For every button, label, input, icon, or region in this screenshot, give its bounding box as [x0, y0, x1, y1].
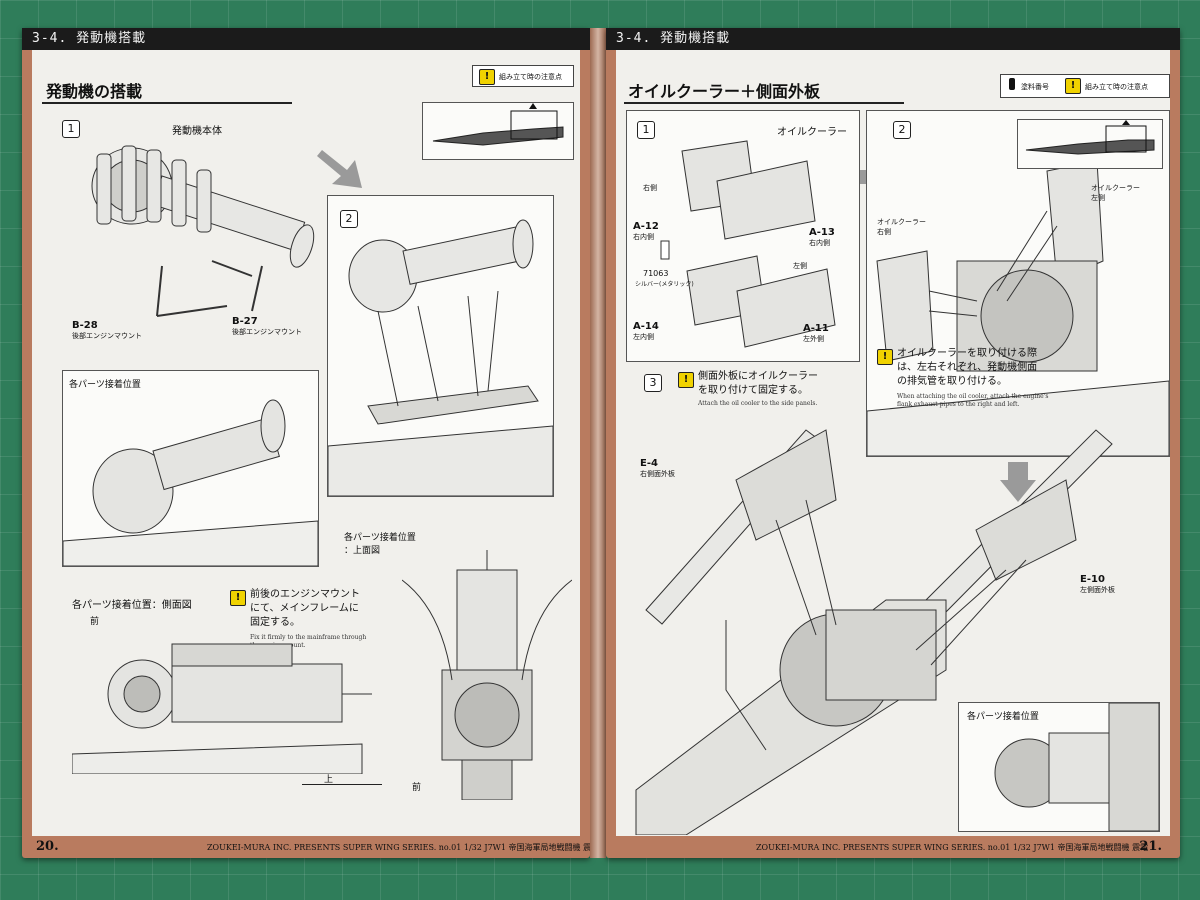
top-view-drawing	[402, 550, 572, 800]
right-page-number: 21.	[1139, 839, 1162, 854]
step1-number: 1	[637, 121, 655, 139]
part-a14: A-14 左内側	[633, 321, 659, 342]
label-front: 前	[90, 617, 100, 627]
legend-caution-label: 組み立て時の注意点	[1085, 83, 1148, 91]
side-panel-assembly-drawing	[635, 429, 1113, 836]
right-heading-underline	[624, 102, 904, 104]
part-e10: E-10 左側面外板	[1080, 574, 1115, 595]
reference-aircraft-drawing	[1025, 120, 1155, 155]
part-desc: 右側面外板	[640, 470, 675, 478]
step1-number: 1	[62, 120, 80, 138]
label-right-side: 右側	[643, 184, 657, 192]
legend-caution-label: 組み立て時の注意点	[499, 73, 562, 81]
attach-side-label: 各パーツ接着位置：側面図	[72, 600, 192, 611]
part-code: E-10	[1080, 574, 1105, 585]
side-view-baseline	[302, 784, 382, 785]
side-view-drawing	[72, 643, 372, 774]
step2-frame: 2	[327, 195, 554, 497]
label-left-side: 左側	[793, 262, 807, 270]
right-footer: ZOUKEI-MURA INC. PRESENTS SUPER WING SER…	[756, 843, 1149, 852]
right-page: 3-4. 発動機搭載 オイルクーラー＋側面外板 塗料番号 ! 組み立て時の注意点…	[606, 28, 1180, 858]
step3-caution-note: 側面外板にオイルクーラー を取り付けて固定する。	[698, 371, 818, 396]
part-code: A-14	[633, 321, 659, 332]
part-desc: 後部エンジンマウント	[232, 328, 302, 336]
step2-number: 2	[340, 210, 358, 228]
step1-title: 発動機本体	[172, 126, 222, 137]
part-a13: A-13 右内側	[809, 227, 835, 248]
part-code: A-12	[633, 221, 659, 232]
caution-icon: !	[1065, 78, 1081, 94]
down-arrow-icon	[1000, 462, 1036, 502]
step-arrow-icon	[317, 150, 362, 188]
part-code: A-13	[809, 227, 835, 238]
attach-top-label: 各パーツ接着位置 ：上面図	[344, 533, 416, 556]
left-heading-underline	[42, 102, 292, 104]
paint-code: 71063	[643, 269, 669, 278]
left-page-content: 発動機の搭載 ! 組み立て時の注意点 1 発動機本体	[32, 50, 580, 836]
step3-caution-note-en: Attach the oil cooler to the side panels…	[698, 400, 818, 407]
step2-caution-note-en: When attaching the oil cooler, attach th…	[897, 393, 1049, 408]
right-heading: オイルクーラー＋側面外板	[628, 82, 821, 101]
caution-note: 前後のエンジンマウント にて、メインフレームに 固定する。	[250, 589, 360, 628]
caution-icon: !	[479, 69, 495, 85]
left-page-number: 20.	[36, 839, 59, 854]
part-a12: A-12 右内側	[633, 221, 659, 242]
reference-aircraft-drawing	[432, 103, 564, 146]
caution-icon: !	[678, 372, 694, 388]
oil-cooler-parts-drawing	[660, 140, 836, 348]
part-e4: E-4 右側面外板	[640, 458, 675, 479]
part-desc: 左外側	[803, 335, 824, 343]
part-code: E-4	[640, 458, 658, 469]
left-page: 3-4. 発動機搭載 発動機の搭載 ! 組み立て時の注意点 1 発動機本体	[22, 28, 599, 858]
attach-position-drawing	[994, 702, 1160, 832]
step2-caution-note: オイルクーラーを取り付ける際 は、左右それぞれ、発動機側面 の排気管を取り付ける…	[897, 348, 1038, 387]
attach-position-drawing	[62, 399, 319, 567]
right-legend: 塗料番号 ! 組み立て時の注意点	[1000, 74, 1170, 98]
attach-position-label: 各パーツ接着位置	[967, 712, 1039, 722]
label-front2: 前	[412, 783, 422, 793]
label-top: 上	[324, 775, 334, 785]
booklet-spine	[590, 28, 606, 858]
step1-oil-cooler-frame: 1 オイルクーラー 右側 左側 A-12 右内側 A-13 右内側	[626, 110, 860, 362]
part-code: B-28	[72, 320, 98, 331]
part-b28: B-28 後部エンジンマウント	[72, 320, 142, 341]
oil-cooler-engine-drawing	[866, 160, 1170, 457]
left-heading: 発動機の搭載	[46, 82, 143, 101]
step3-number: 3	[644, 374, 662, 392]
paint-desc: シルバー(メタリック)	[635, 281, 694, 288]
step1-title: オイルクーラー	[777, 127, 847, 138]
part-desc: 左内側	[633, 333, 654, 341]
reference-aircraft-box	[422, 102, 574, 160]
part-desc: 右内側	[809, 239, 830, 247]
paint-bottle-icon	[1009, 78, 1015, 90]
reference-aircraft-box	[1017, 119, 1163, 169]
part-desc: 右内側	[633, 233, 654, 241]
right-page-content: オイルクーラー＋側面外板 塗料番号 ! 組み立て時の注意点 1 オイルクーラー …	[616, 50, 1170, 836]
legend-paint-label: 塗料番号	[1021, 83, 1049, 91]
part-a11: A-11 左外側	[803, 323, 829, 344]
step3-area: 3 ! 側面外板にオイルクーラー を取り付けて固定する。 Attach the …	[626, 370, 1168, 836]
part-desc: 左側面外板	[1080, 586, 1115, 594]
engine-mount-drawing	[327, 219, 554, 497]
part-code: B-27	[232, 316, 258, 327]
engine-drawing	[91, 145, 315, 317]
left-footer: ZOUKEI-MURA INC. PRESENTS SUPER WING SER…	[207, 843, 600, 852]
attach-position-label: 各パーツ接着位置	[69, 380, 141, 390]
caution-icon: !	[230, 590, 246, 606]
left-legend: ! 組み立て時の注意点	[472, 65, 574, 87]
label-right-cooler: オイルクーラー 右側	[877, 218, 926, 236]
step2-frame: 2 オイルクーラー 左側 オイルクーラー 右側	[866, 110, 1170, 457]
right-section-title: 3-4. 発動機搭載	[606, 28, 1180, 50]
part-b27: B-27 後部エンジンマウント	[232, 316, 302, 337]
attach-position-frame: 各パーツ接着位置	[62, 370, 319, 567]
caution-icon: !	[877, 349, 893, 365]
part-desc: 後部エンジンマウント	[72, 332, 142, 340]
label-left-cooler: オイルクーラー 左側	[1091, 184, 1140, 202]
step2-number: 2	[893, 121, 911, 139]
attach-position-frame: 各パーツ接着位置	[958, 702, 1160, 832]
part-code: A-11	[803, 323, 829, 334]
left-section-title: 3-4. 発動機搭載	[22, 28, 590, 50]
